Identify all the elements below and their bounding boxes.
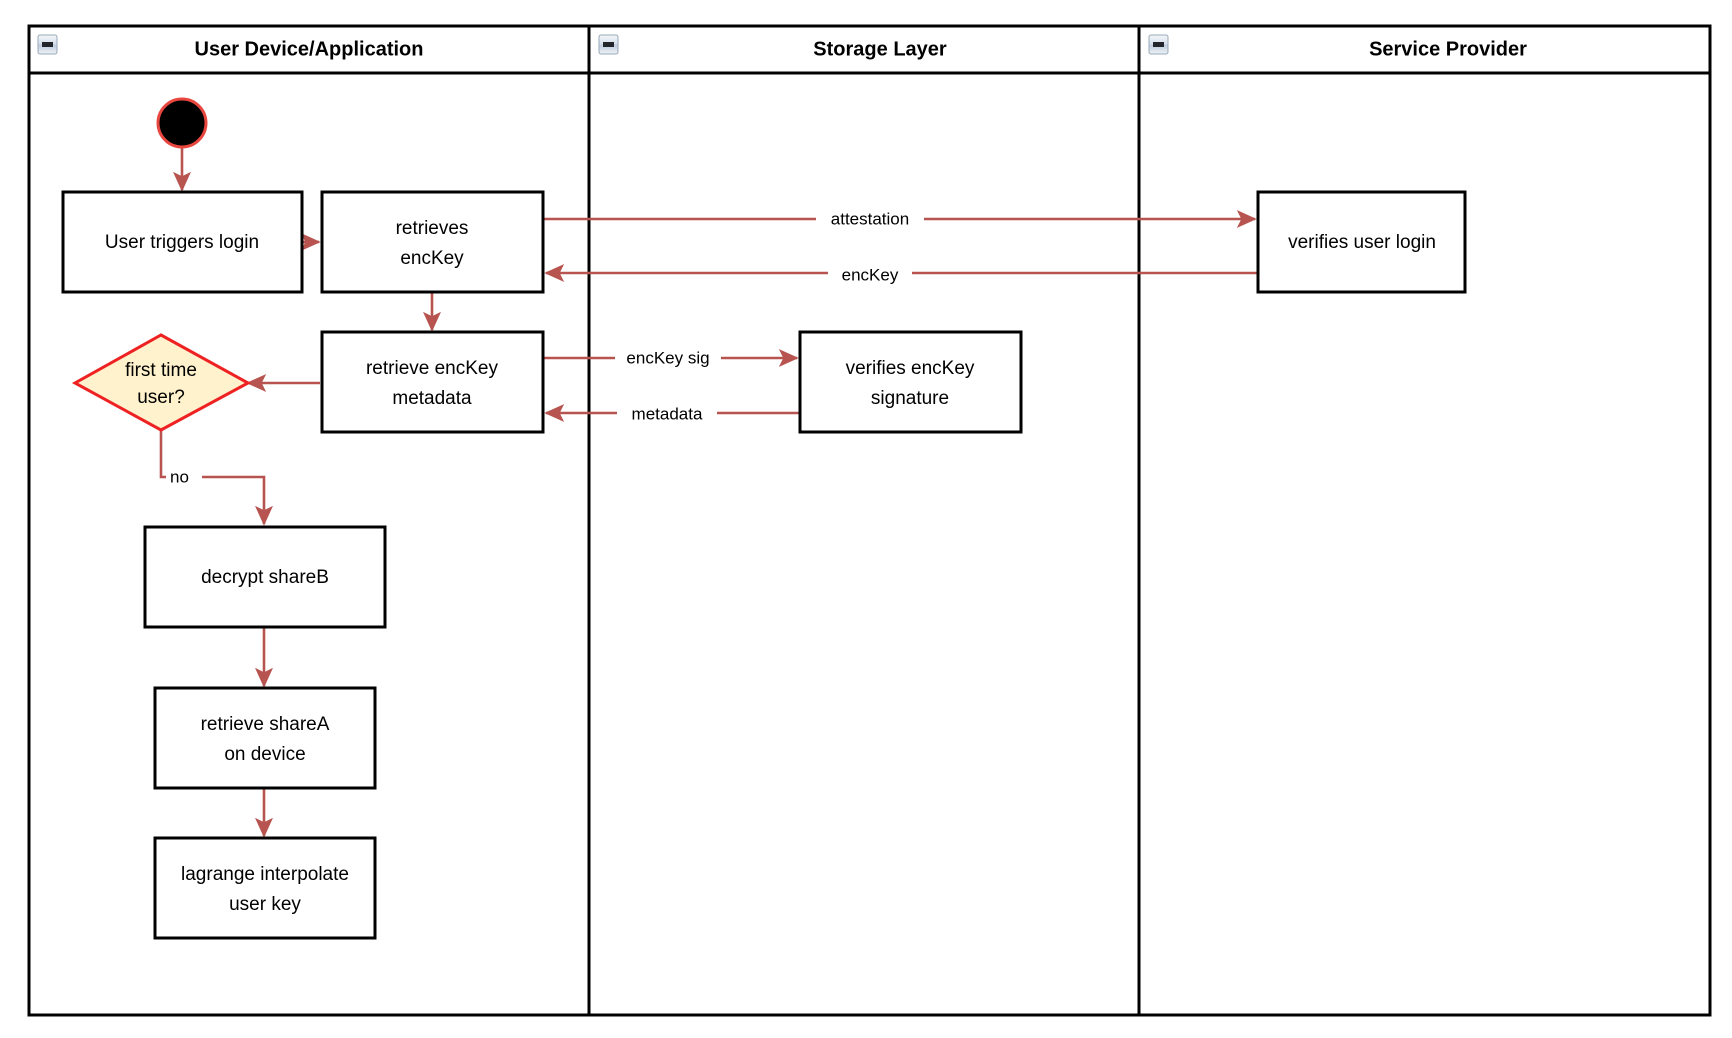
edge-label-attestation: attestation — [816, 207, 924, 231]
node-label-first-time-user-line1: first time — [125, 360, 197, 381]
edge-label-enckey-text: encKey — [842, 265, 899, 284]
node-lagrange-interpolate-user-key[interactable]: lagrange interpolate user key — [153, 836, 377, 940]
node-label-lagrange-line1: lagrange interpolate — [181, 864, 349, 885]
node-box[interactable] — [798, 330, 1023, 434]
edge-label-enckey: encKey — [828, 263, 912, 287]
edge-label-attestation-text: attestation — [831, 209, 909, 228]
node-box[interactable] — [61, 190, 304, 294]
node-box[interactable] — [320, 330, 545, 434]
edge-decision-no — [159, 430, 274, 526]
node-label-retrieve-enckey-metadata-line1: retrieve encKey — [366, 358, 499, 379]
node-box[interactable] — [320, 190, 545, 294]
node-start[interactable] — [156, 97, 208, 149]
node-label-verifies-enckey-sig-line1: verifies encKey — [846, 358, 975, 379]
node-first-time-user[interactable]: first time user? — [71, 333, 252, 432]
node-user-triggers-login[interactable]: User triggers login — [61, 190, 304, 294]
node-label-retrieve-sharea-line1: retrieve shareA — [201, 714, 330, 735]
lane-header-storage[interactable]: Storage Layer — [598, 34, 947, 60]
lane-header-user-device[interactable]: User Device/Application — [37, 34, 424, 60]
node-label-retrieve-sharea-line2: on device — [224, 744, 305, 765]
lane-title-service-provider: Service Provider — [1369, 38, 1527, 60]
node-verifies-user-login[interactable]: verifies user login — [1256, 190, 1467, 294]
lane-title-user-device: User Device/Application — [195, 38, 424, 60]
node-box[interactable] — [1256, 190, 1467, 294]
node-verifies-enckey-signature[interactable]: verifies encKey signature — [798, 330, 1023, 434]
node-retrieve-sharea-on-device[interactable]: retrieve shareA on device — [153, 686, 377, 790]
node-label-decrypt-shareb: decrypt shareB — [201, 567, 329, 588]
node-decrypt-shareb[interactable]: decrypt shareB — [143, 525, 387, 629]
node-box[interactable] — [153, 836, 377, 940]
node-label-retrieves-enckey-line2: encKey — [400, 248, 464, 269]
node-retrieve-enckey-metadata[interactable]: retrieve encKey metadata — [320, 330, 545, 434]
node-label-first-time-user-line2: user? — [137, 387, 185, 408]
node-label-verifies-enckey-sig-line2: signature — [871, 388, 949, 409]
edge-label-metadata: metadata — [617, 402, 717, 426]
node-label-lagrange-line2: user key — [229, 894, 301, 915]
collapse-minus-icon[interactable] — [37, 34, 58, 55]
edge-label-enckey-sig-text: encKey sig — [626, 348, 709, 367]
collapse-minus-icon[interactable] — [1148, 34, 1169, 55]
node-box[interactable] — [143, 525, 387, 629]
node-retrieves-enckey[interactable]: retrieves encKey — [320, 190, 545, 294]
start-circle-icon[interactable] — [156, 97, 208, 149]
lane-title-storage: Storage Layer — [813, 38, 947, 60]
edge-label-no: no — [166, 466, 202, 490]
node-label-retrieves-enckey-line1: retrieves — [396, 218, 469, 239]
node-label-verifies-user-login: verifies user login — [1288, 232, 1436, 253]
edge-label-no-text: no — [170, 467, 189, 486]
node-label-user-triggers-login: User triggers login — [105, 232, 259, 253]
lane-header-service-provider[interactable]: Service Provider — [1148, 34, 1527, 60]
edge-label-enckey-sig: encKey sig — [615, 346, 721, 370]
decision-diamond[interactable] — [71, 333, 252, 432]
edge-label-metadata-text: metadata — [632, 404, 703, 423]
node-label-retrieve-enckey-metadata-line2: metadata — [392, 388, 472, 409]
node-box[interactable] — [153, 686, 377, 790]
collapse-minus-icon[interactable] — [598, 34, 619, 55]
